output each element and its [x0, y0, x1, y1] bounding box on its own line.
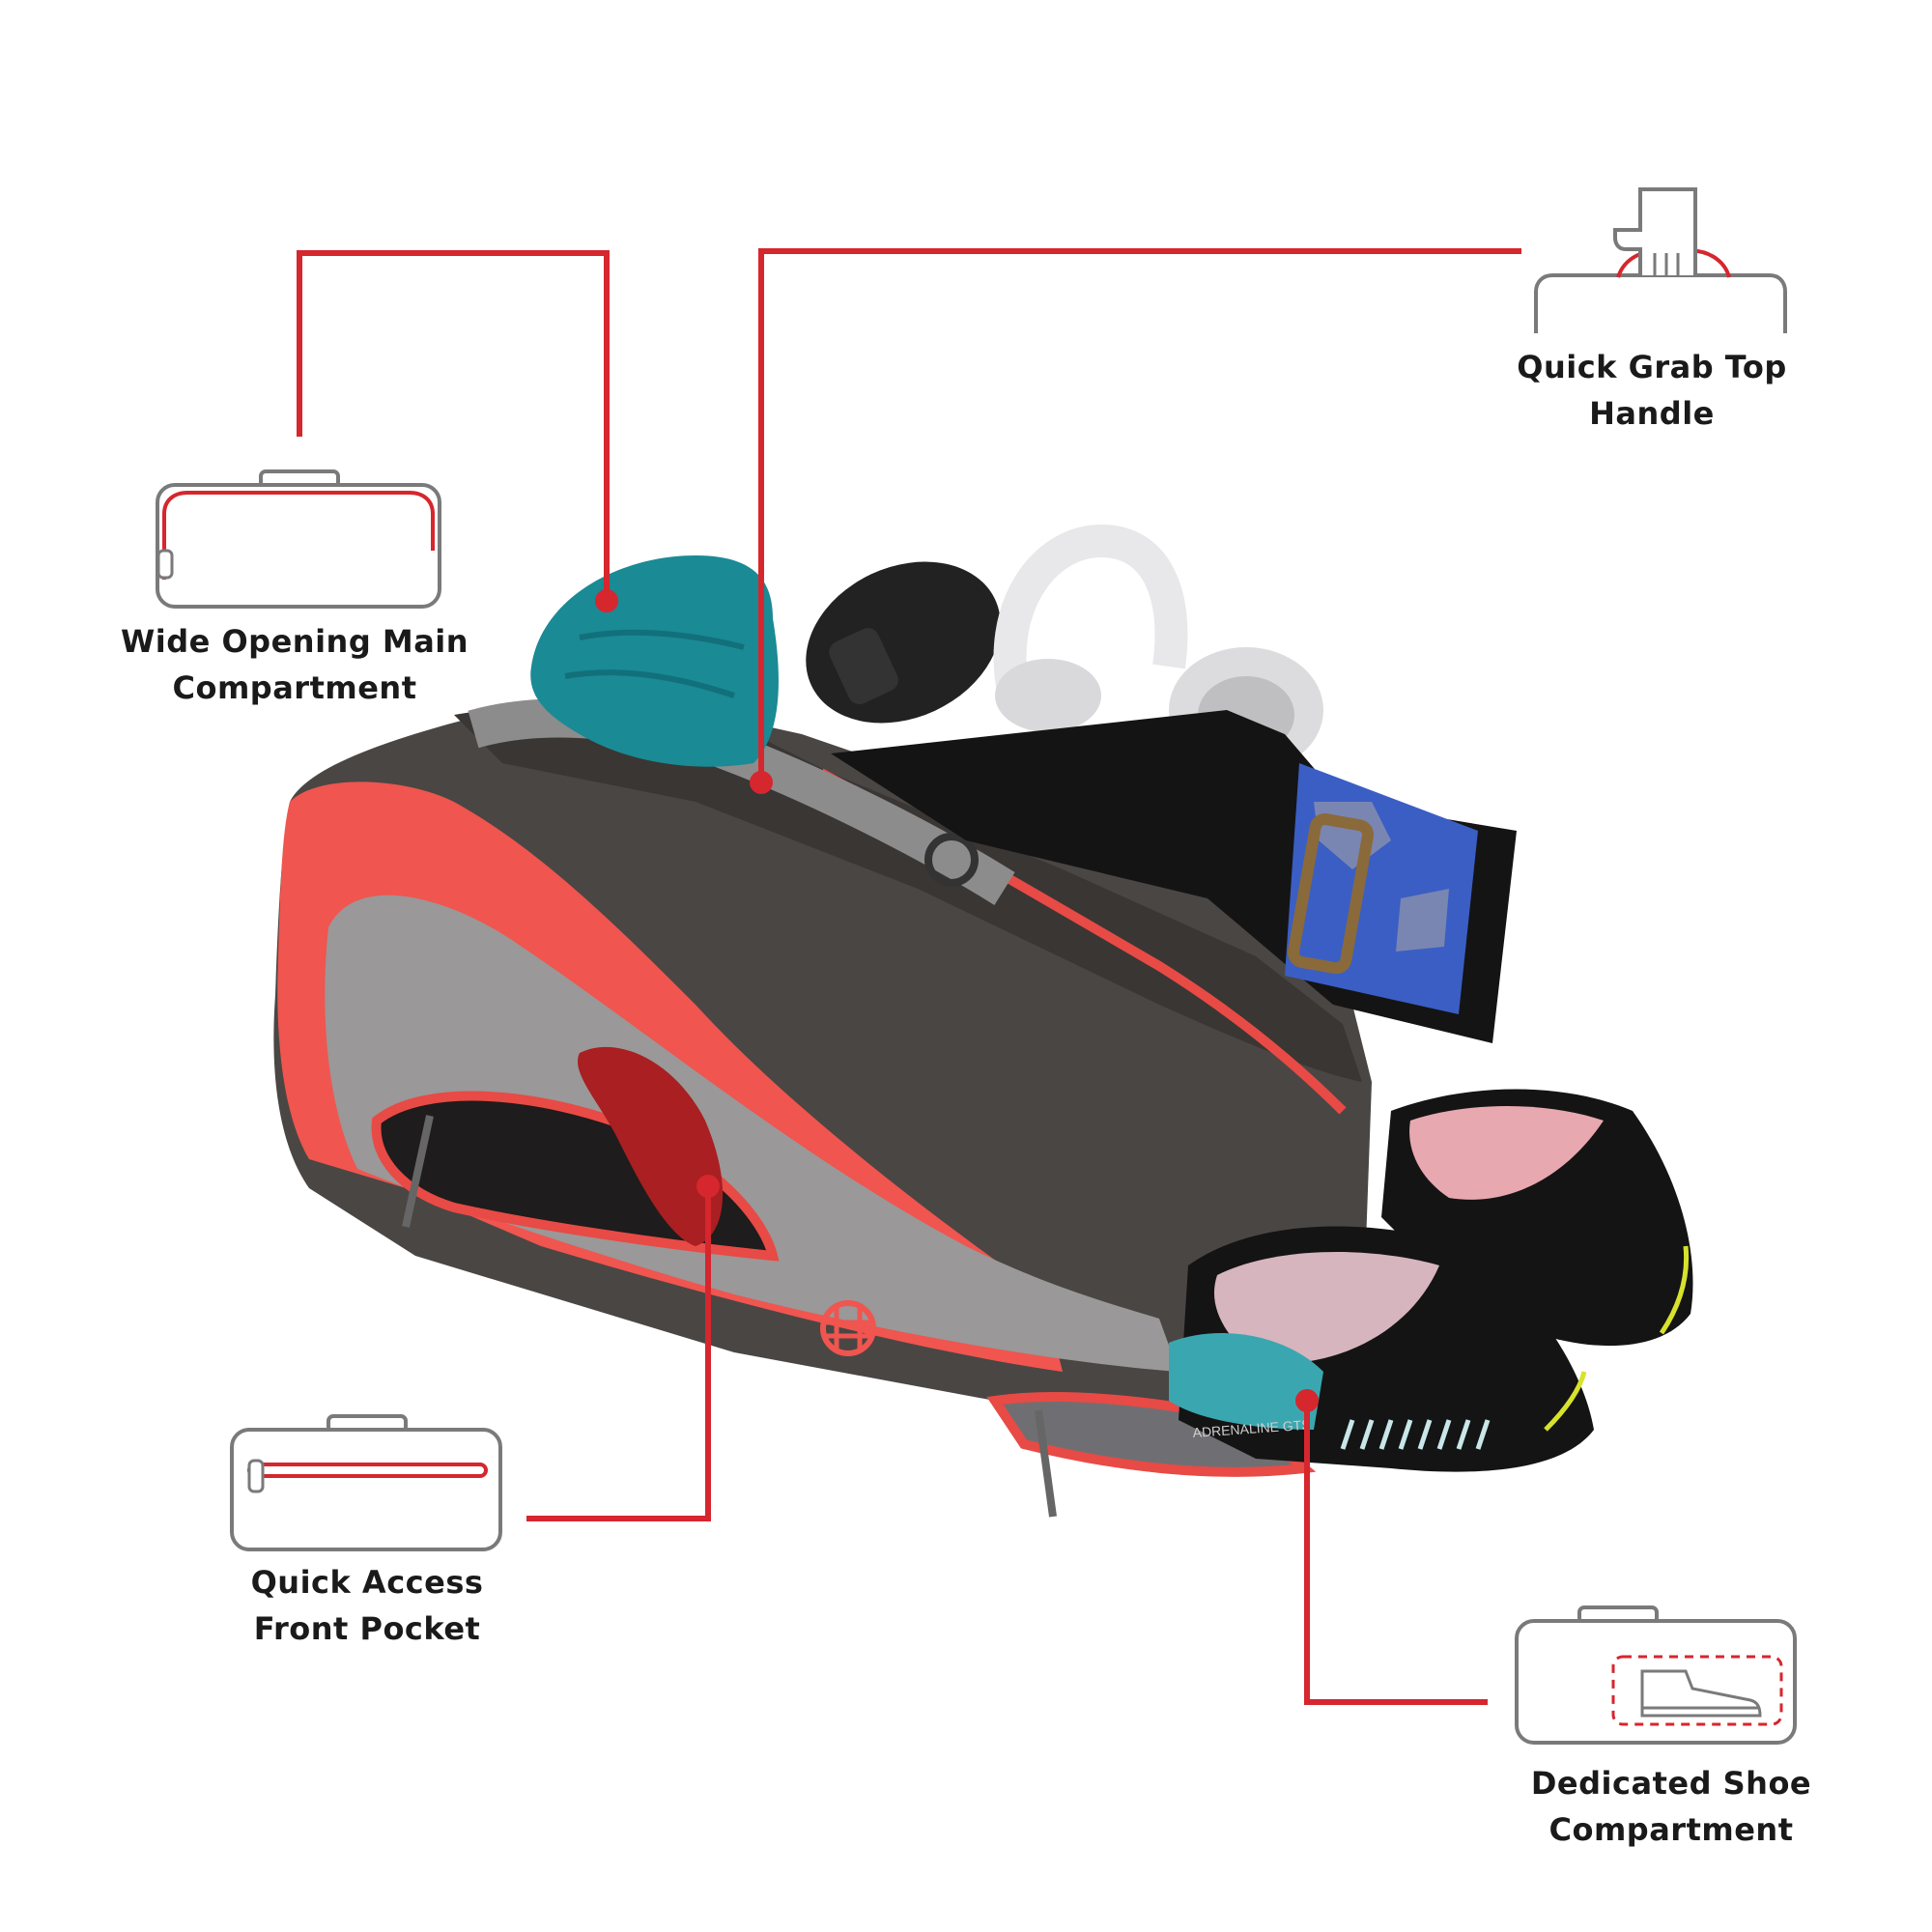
- leader-dot-main: [595, 589, 618, 612]
- leader-front-pocket: [526, 1186, 711, 1521]
- towel-fold: [564, 629, 745, 698]
- brand-logo-icon: [820, 1300, 876, 1356]
- shoe-insole-print: [1169, 1333, 1323, 1430]
- shoe-compartment-opening: [986, 1392, 1317, 1477]
- water-bottle-cap: [806, 561, 1001, 724]
- feature-label-line: Front Pocket: [253, 1610, 481, 1647]
- pocket-zipper-pull: [402, 1115, 434, 1228]
- wide-opening-bag-icon: [156, 469, 441, 609]
- main-compartment-contents: [530, 524, 1517, 1043]
- feature-label-top-handle: Quick Grab Top Handle: [1478, 344, 1826, 437]
- shoe-front-upper-pattern: [1213, 1252, 1439, 1364]
- strap-buckle-icon: [924, 833, 979, 887]
- feature-label-line: Compartment: [172, 669, 417, 706]
- pocket-red-strap: [578, 1046, 724, 1246]
- teal-towel: [530, 555, 779, 767]
- lifting-belt: [831, 710, 1517, 1043]
- shoe-compartment-bag-icon: [1515, 1605, 1797, 1745]
- front-pocket-bag-icon: [230, 1414, 502, 1551]
- running-shoes: ADRENALINE GTS: [1169, 1089, 1693, 1472]
- hand-grab-handle-icon: [1534, 187, 1787, 333]
- feature-label-line: Compartment: [1548, 1811, 1794, 1848]
- leader-dot-handle: [750, 771, 773, 794]
- leader-dot-front: [696, 1175, 720, 1198]
- headphone-cup-left: [995, 659, 1101, 732]
- leader-top-handle: [758, 248, 1521, 782]
- callout-lines: [297, 248, 1521, 1705]
- bag-mesh-panel: [325, 895, 1179, 1372]
- feature-label-front-pocket: Quick Access Front Pocket: [193, 1559, 541, 1652]
- feature-label-line: Quick Access: [250, 1564, 484, 1601]
- feature-label-line: Dedicated Shoe: [1530, 1765, 1812, 1802]
- feature-label-shoe-compartment: Dedicated Shoe Compartment: [1488, 1760, 1855, 1853]
- headphone-band: [993, 524, 1188, 699]
- shoe-sole-stripes: [1340, 1419, 1491, 1450]
- feature-label-main-compartment: Wide Opening Main Compartment: [101, 618, 488, 711]
- leader-main-compartment: [297, 250, 610, 601]
- shoe-zipper-pull: [1035, 1409, 1057, 1518]
- belt-buckle: [1287, 813, 1375, 975]
- feature-label-line: Wide Opening Main: [120, 623, 469, 660]
- leader-shoe-compartment: [1304, 1401, 1488, 1705]
- belt-camo-spots: [1314, 802, 1449, 952]
- shoe-rear-upper-pattern: [1409, 1106, 1604, 1200]
- feature-label-line: Quick Grab Top: [1517, 349, 1787, 385]
- bag-top-lid: [454, 699, 1362, 1082]
- shoe-sole-yellow-edge: [1544, 1245, 1690, 1432]
- leader-dot-shoe: [1295, 1389, 1319, 1412]
- gym-duffel-bag: [273, 694, 1372, 1518]
- feature-label-line: Handle: [1589, 395, 1715, 432]
